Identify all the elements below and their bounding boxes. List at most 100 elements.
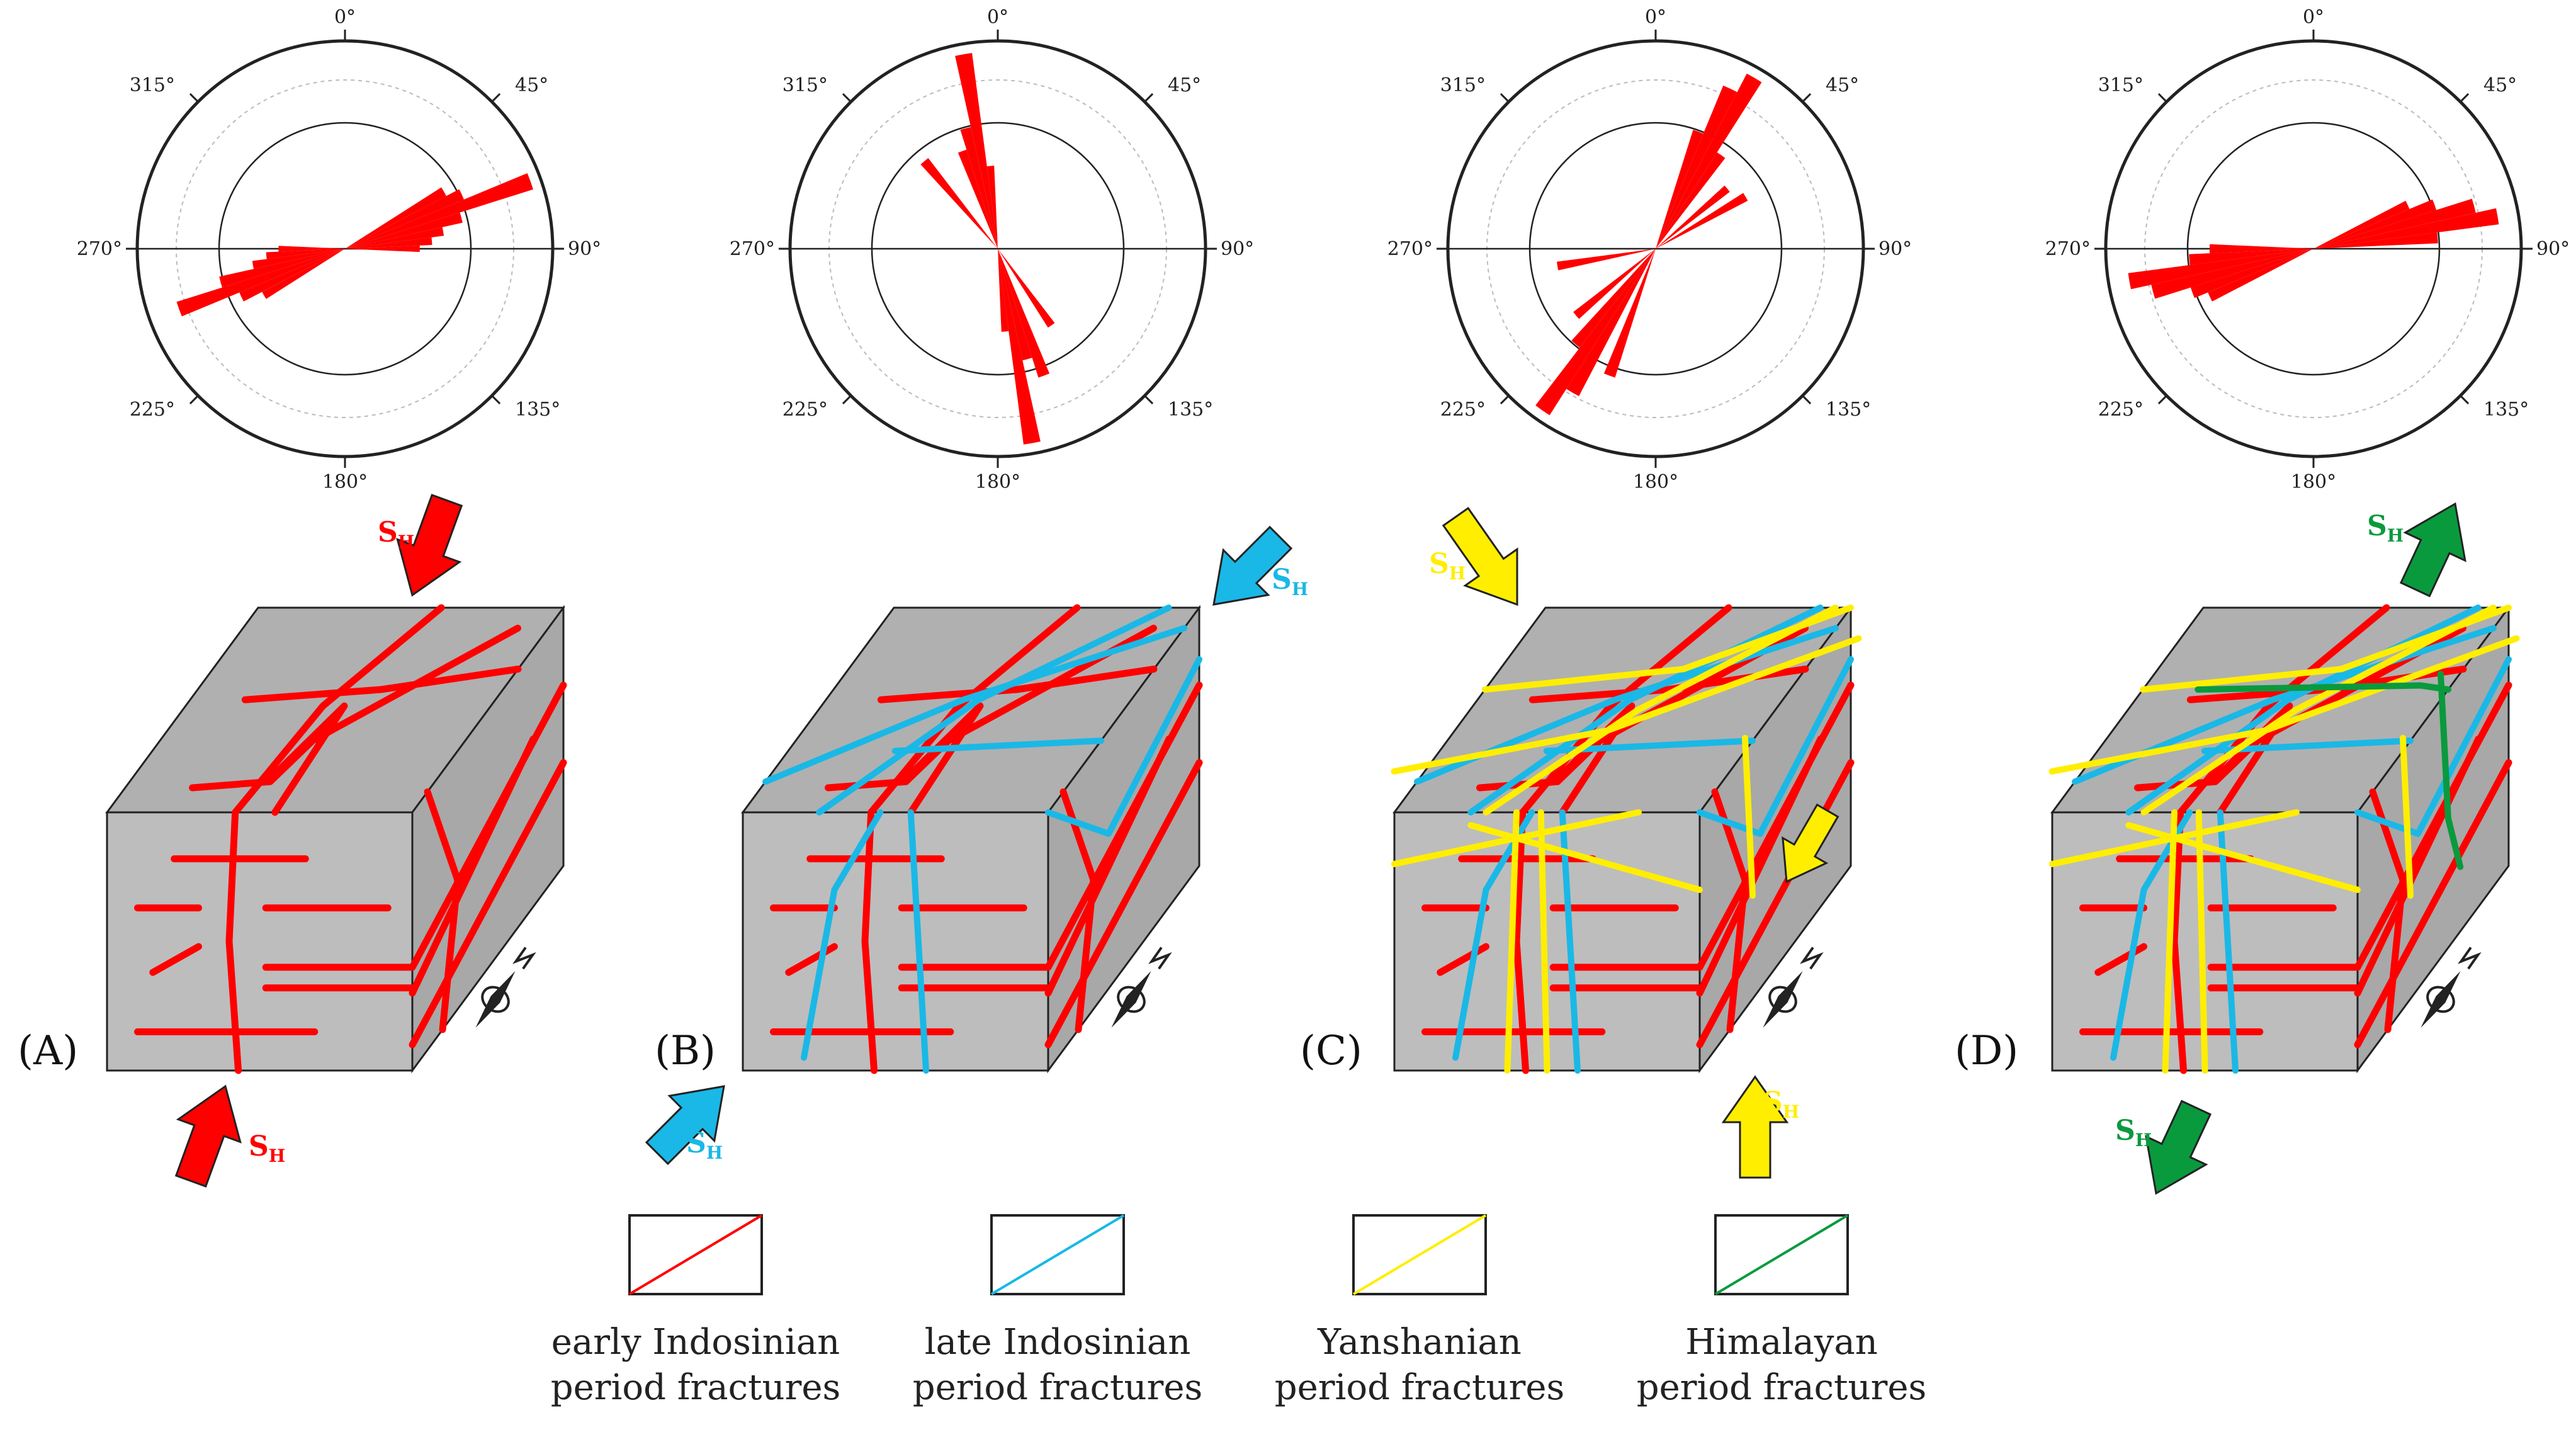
- fracture-early: [241, 666, 522, 703]
- rose-degree-label: 270°: [77, 238, 122, 260]
- panel-label: (C): [1300, 1028, 1362, 1074]
- rose-tick: [189, 93, 199, 103]
- rose-tick: [2157, 93, 2167, 103]
- rose-petal: [1656, 185, 1730, 249]
- rose-degree-label: 45°: [515, 74, 548, 96]
- legend-label-line2: period fractures: [1275, 1367, 1565, 1408]
- rose-petal: [998, 249, 1032, 361]
- rose-degree-label: 90°: [2536, 238, 2570, 260]
- rose-degree-label: 225°: [130, 399, 175, 421]
- fracture-yanshanian: [2125, 822, 2361, 893]
- rose-petal: [955, 53, 998, 249]
- rose-degree-label: 225°: [782, 399, 828, 421]
- rose-petal: [998, 249, 1050, 378]
- rose-petal: [1656, 85, 1737, 249]
- rose-tick: [189, 395, 199, 405]
- fracture-early: [2354, 759, 2512, 1048]
- rose-petal: [262, 249, 345, 299]
- rose-degree-label: 270°: [730, 238, 775, 260]
- sh-subscript: H: [1449, 563, 1466, 584]
- rose-degree-label: 180°: [1633, 471, 1678, 493]
- rose-petal: [2313, 198, 2476, 249]
- stress-arrow-late: [1212, 525, 1293, 606]
- rose-petal: [2210, 244, 2313, 254]
- stress-arrow-shape: [2399, 502, 2466, 598]
- fracture-early: [409, 681, 567, 971]
- stress-arrow-yanshanian: [1442, 506, 1518, 606]
- stress-arrow-shape: [1721, 1075, 1789, 1179]
- panel-label: (A): [18, 1028, 78, 1074]
- rose-petal: [345, 245, 420, 253]
- fracture-yanshanian: [2140, 605, 2497, 815]
- rose-degree-label: 180°: [975, 471, 1020, 493]
- fracture-yanshanian: [2400, 735, 2414, 899]
- rose-petal: [1656, 73, 1762, 249]
- sh-label: SH: [2367, 510, 2404, 546]
- fracture-early: [1044, 759, 1203, 1048]
- fracture-lines: [134, 604, 567, 1074]
- rose-petal: [278, 246, 345, 252]
- sh-label: SH: [1272, 564, 1308, 600]
- fracture-late: [2217, 809, 2239, 1074]
- stress-arrow-shape: [645, 1085, 725, 1166]
- rose-degree-label: 90°: [568, 238, 601, 260]
- fracture-late: [2125, 605, 2482, 815]
- rose-diagram: 0°45°90°135°180°225°270°315°: [77, 6, 601, 493]
- north-arrow-icon: [475, 946, 536, 1028]
- sh-label: SH: [1763, 1086, 1799, 1122]
- legend-swatch-line: [1352, 1214, 1487, 1295]
- fracture-late: [1559, 809, 1581, 1074]
- rose-petal: [266, 249, 345, 259]
- fracture-yanshanian: [1742, 735, 1756, 899]
- rose-tick: [491, 395, 501, 405]
- rose-petal: [986, 166, 998, 249]
- fracture-lines: [1391, 604, 1862, 1074]
- rose-degree-label: 315°: [782, 74, 828, 96]
- block-diagrams: (A)(B)(C)(D): [18, 604, 2520, 1074]
- rose-petal: [1573, 249, 1656, 319]
- rose-tick: [2157, 395, 2167, 405]
- rose-petal: [2189, 249, 2313, 265]
- fracture-late: [1697, 656, 1854, 837]
- sh-subscript: H: [706, 1142, 723, 1163]
- sh-label: SH: [249, 1130, 285, 1166]
- fracture-early: [877, 666, 1158, 703]
- rose-petal: [345, 227, 444, 249]
- sh-subscript: H: [1292, 579, 1308, 600]
- rose-petal: [345, 237, 432, 249]
- north-arrow-needle: [1763, 970, 1803, 1028]
- sh-label: SH: [686, 1127, 723, 1163]
- rose-degree-label: 315°: [2098, 74, 2144, 96]
- rose-tick: [2460, 395, 2470, 405]
- rose-petal: [345, 212, 463, 249]
- rose-petal: [2313, 232, 2438, 249]
- rose-petal: [958, 149, 998, 249]
- north-arrow-n: [1800, 946, 1824, 970]
- rose-petal: [176, 249, 345, 317]
- rose-petal: [2313, 208, 2499, 249]
- rose-petal: [920, 158, 998, 249]
- fracture-yanshanian: [1482, 605, 1854, 693]
- rose-petal: [2151, 249, 2313, 299]
- sh-subscript: H: [2387, 525, 2404, 546]
- legend-label-line1: Yanshanian: [1317, 1322, 1522, 1363]
- stress-arrow-late: [645, 1085, 725, 1166]
- fracture-lines: [762, 604, 1203, 1074]
- stress-arrow-yanshanian-shear: [1782, 803, 1839, 884]
- block-diagram: (B): [655, 604, 1203, 1074]
- fracture-yanshanian: [1483, 605, 1839, 815]
- stress-arrow-shape: [1442, 506, 1518, 606]
- north-arrow-icon: [2421, 946, 2482, 1028]
- legend-swatch-line: [990, 1214, 1125, 1295]
- rose-tick: [491, 93, 501, 103]
- fracture-early: [1696, 681, 1855, 971]
- fracture-early: [2177, 604, 2390, 816]
- rose-degree-label: 45°: [2483, 74, 2517, 96]
- stress-arrow-yanshanian: [1721, 1075, 1789, 1179]
- rose-degree-label: 270°: [1387, 238, 1433, 260]
- sh-label: SH: [2115, 1115, 2152, 1151]
- north-arrow-icon: [1763, 946, 1824, 1028]
- fracture-early: [424, 788, 461, 1033]
